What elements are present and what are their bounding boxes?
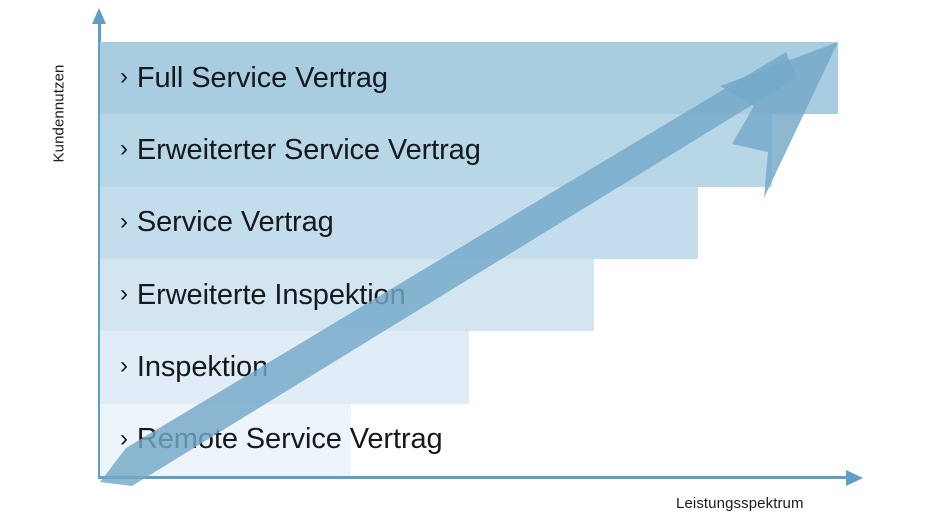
band-erweiterter-service-vertrag[interactable]: › Erweiterter Service Vertrag (100, 114, 772, 187)
band-label-text: Remote Service Vertrag (136, 423, 443, 456)
band-label-text: Erweiterter Service Vertrag (136, 133, 481, 166)
band-label: › Inspektion (100, 351, 268, 384)
band-row: › Service Vertrag (100, 187, 698, 259)
band-row: › Full Service Vertrag (100, 42, 838, 114)
band-label: › Erweiterter Service Vertrag (100, 134, 481, 167)
band-row: › Remote Service Vertrag (100, 404, 443, 476)
band-row: › Inspektion (100, 331, 469, 403)
band-row: › Erweiterte Inspektion (100, 259, 594, 331)
chevron-right-icon: › (120, 280, 128, 308)
band-service-vertrag[interactable]: › Service Vertrag (100, 186, 698, 259)
band-erweiterte-inspektion[interactable]: › Erweiterte Inspektion (100, 259, 595, 332)
y-axis-label: Kundennutzen (50, 64, 68, 163)
y-axis-line (98, 22, 101, 479)
band-label-text: Erweiterte Inspektion (136, 278, 406, 311)
chevron-right-icon: › (120, 424, 128, 452)
band-label: › Remote Service Vertrag (100, 423, 443, 456)
band-label-text: Service Vertrag (136, 206, 334, 239)
chevron-right-icon: › (120, 207, 128, 235)
band-label: › Erweiterte Inspektion (100, 279, 406, 312)
band-inspektion[interactable]: › Inspektion (100, 331, 469, 404)
band-full-service-vertrag[interactable]: › Full Service Vertrag (100, 42, 838, 115)
band-row: › Erweiterter Service Vertrag (100, 114, 772, 186)
band-label-text: Inspektion (136, 350, 269, 383)
band-remote-service-vertrag[interactable]: › Remote Service Vertrag (100, 403, 443, 476)
band-label: › Service Vertrag (100, 206, 334, 239)
chevron-right-icon: › (120, 135, 128, 163)
x-axis-arrowhead-icon (846, 470, 863, 486)
staircase-plot: › Full Service Vertrag › Erweiterter Ser… (100, 42, 838, 478)
band-label: › Full Service Vertrag (100, 62, 388, 95)
chevron-right-icon: › (120, 352, 128, 380)
chevron-right-icon: › (120, 63, 128, 91)
x-axis-label: Leistungsspektrum (676, 495, 804, 512)
y-axis-arrowhead-icon (92, 8, 106, 24)
band-label-text: Full Service Vertrag (136, 61, 388, 94)
